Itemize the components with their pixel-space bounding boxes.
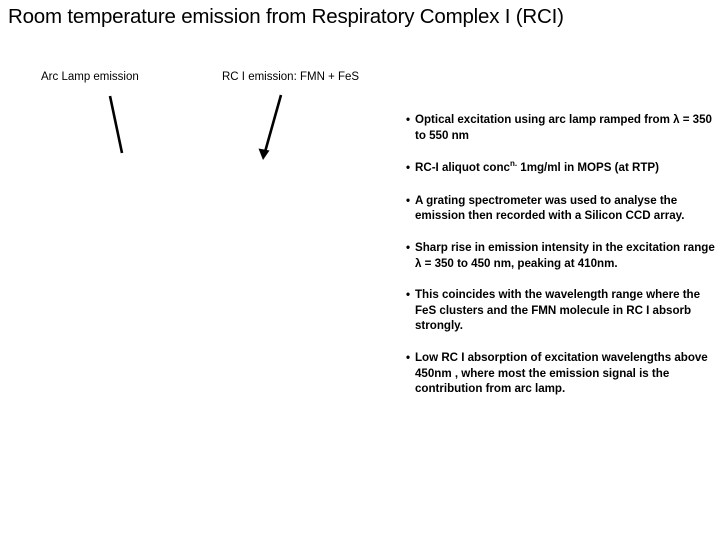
list-item-text: Optical excitation using arc lamp ramped… xyxy=(415,113,712,142)
list-item: • RC-I aliquot concn. 1mg/ml in MOPS (at… xyxy=(406,160,716,176)
callout-label-rci-emission: RC I emission: FMN + FeS xyxy=(222,71,360,83)
emission-spectrum-chart-placeholder xyxy=(18,165,388,445)
list-item-text: A grating spectrometer was used to analy… xyxy=(415,193,685,223)
bullet-marker-icon: • xyxy=(406,288,411,302)
bullet-marker-icon: • xyxy=(406,113,411,126)
arc-lamp-pointer-line xyxy=(108,95,124,154)
list-item: • Low RC I absorption of excitation wave… xyxy=(406,350,716,397)
rci-emission-arrowhead-icon xyxy=(258,148,270,160)
list-item-text-post: 1mg/ml in MOPS (at RTP) xyxy=(517,161,659,175)
rci-emission-pointer-line xyxy=(263,94,283,153)
list-item-text: Sharp rise in emission intensity in the … xyxy=(415,240,715,270)
list-item-text-pre: RC-I aliquot conc xyxy=(415,161,510,175)
callout-label-arc-lamp: Arc Lamp emission xyxy=(41,71,139,83)
list-item: • A grating spectrometer was used to ana… xyxy=(406,193,716,224)
list-item-text: This coincides with the wavelength range… xyxy=(415,288,701,333)
list-item: • This coincides with the wavelength ran… xyxy=(406,287,716,334)
list-item-text-superscript: n. xyxy=(510,159,518,169)
bullet-list: • Optical excitation using arc lamp ramp… xyxy=(406,112,716,397)
list-item-text: RC-I aliquot concn. 1mg/ml in MOPS (at R… xyxy=(415,160,716,176)
list-item: • Sharp rise in emission intensity in th… xyxy=(406,240,716,271)
list-item-text: Low RC I absorption of excitation wavele… xyxy=(415,350,708,396)
bullet-marker-icon: • xyxy=(406,193,411,207)
page-title: Room temperature emission from Respirato… xyxy=(8,5,564,28)
bullet-marker-icon: • xyxy=(406,161,411,175)
list-item: • Optical excitation using arc lamp ramp… xyxy=(406,112,716,143)
bullet-marker-icon: • xyxy=(406,240,411,254)
bullet-marker-icon: • xyxy=(406,350,411,364)
